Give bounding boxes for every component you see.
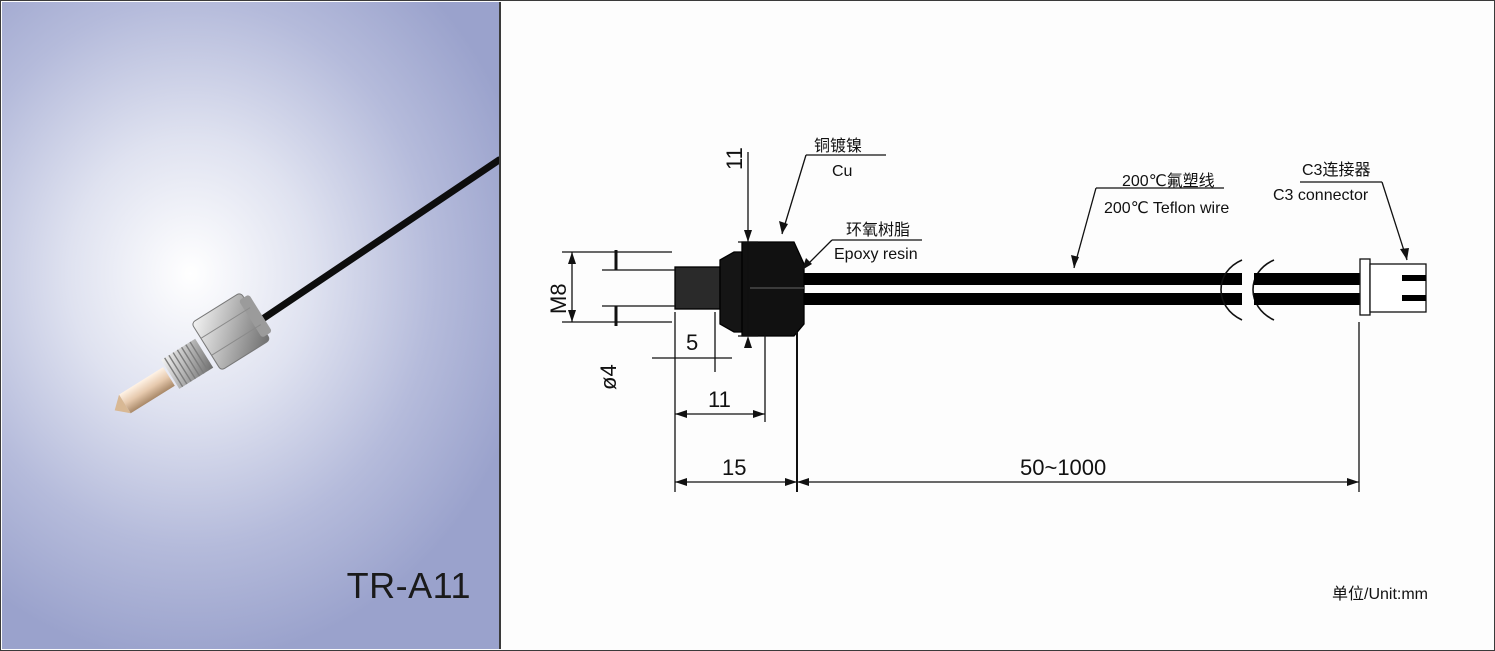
label-cu-en: Cu: [832, 163, 853, 180]
dim-probe-len: 5: [686, 330, 699, 355]
label-wire-cn: 200℃氟塑线: [1122, 173, 1215, 190]
wire-leader: [1073, 187, 1097, 269]
cable: [260, 156, 499, 322]
dim-wire-len: 50~1000: [1020, 455, 1107, 480]
dim-head-height: 11: [722, 147, 747, 170]
thread-body: [161, 338, 214, 389]
label-connector-en: C3 connector: [1273, 187, 1369, 204]
break-mark-right: [1252, 259, 1275, 321]
cu-leader: [781, 154, 807, 235]
label-cu-cn: 铜镀镍: [814, 138, 863, 155]
product-photo: [114, 156, 499, 414]
cap: [741, 241, 805, 337]
unit-note: 单位/Unit:mm: [1332, 586, 1429, 603]
model-title: TR-A11: [346, 565, 471, 606]
probe-tip: [114, 367, 175, 414]
label-connector-cn: C3连接器: [1302, 162, 1371, 179]
probe-body: [674, 266, 721, 310]
connector-body: [1369, 263, 1427, 313]
dim-body-len: 11: [708, 387, 731, 412]
label-wire-en: 200℃ Teflon wire: [1104, 200, 1230, 217]
label-epoxy-en: Epoxy resin: [834, 246, 918, 263]
break-mark-left: [1220, 259, 1243, 321]
connector-flange: [1359, 258, 1371, 316]
dimension-drawing-panel: 铜镀镍 Cu 环氧树脂 Epoxy resin 200℃氟塑线 200℃ Tef…: [502, 2, 1494, 649]
dim-probe-dia: ø4: [596, 364, 621, 390]
product-photo-panel: TR-A11: [2, 2, 501, 649]
hex-nut: [192, 293, 272, 370]
label-epoxy-cn: 环氧树脂: [846, 222, 911, 239]
dim-total-len: 15: [722, 455, 747, 480]
conn-leader: [1381, 181, 1408, 261]
dimension-drawing: [562, 152, 1427, 492]
dim-thread: M8: [546, 283, 571, 314]
arrowheads: [568, 221, 1409, 486]
